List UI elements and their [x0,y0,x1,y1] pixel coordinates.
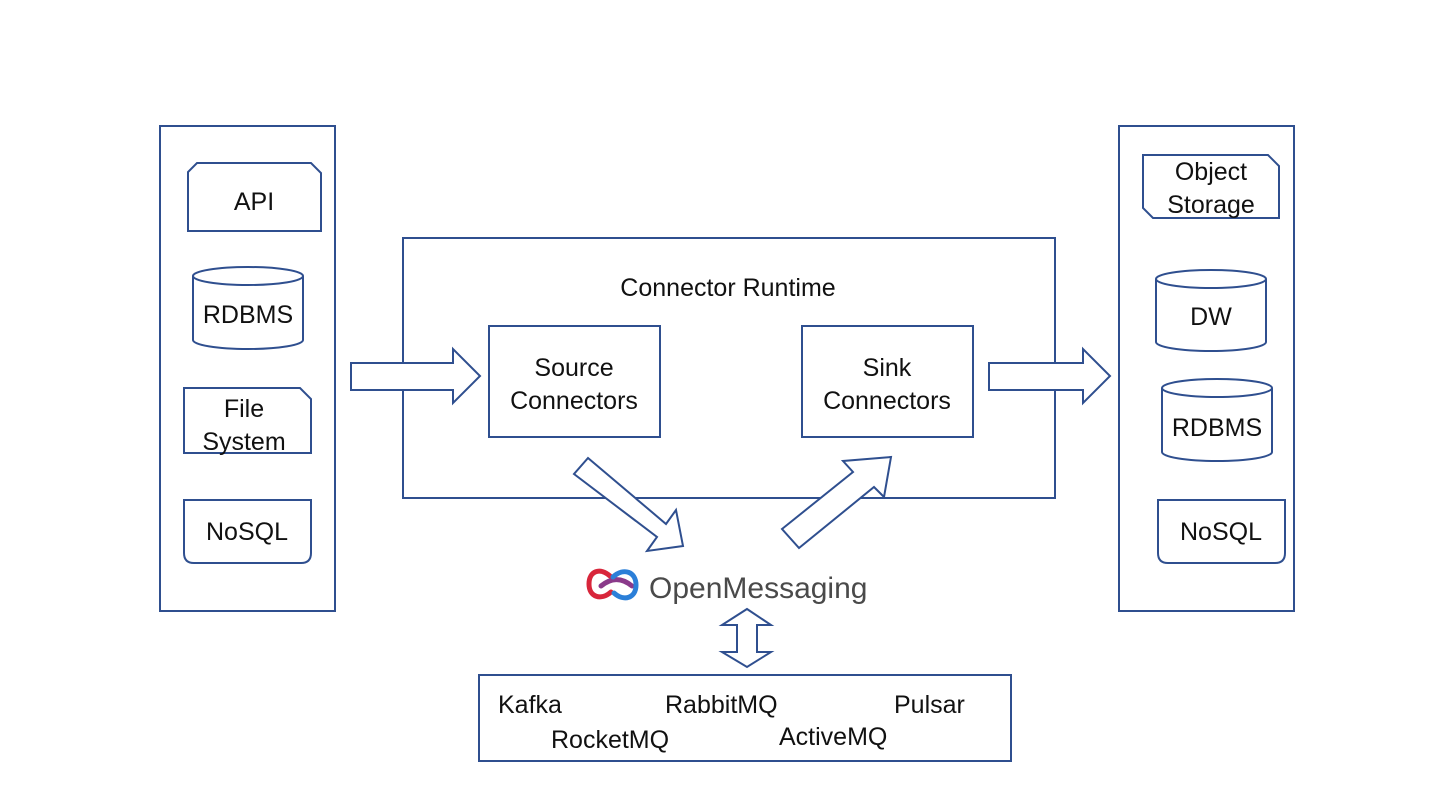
rdbms-source-cylinder-top [192,266,304,286]
api-label: API [234,188,274,216]
dw-cylinder-top [1155,269,1267,289]
nosql-source-node: NoSQL [183,499,312,564]
source-systems-panel: API RDBMS File System NoSQL [159,125,336,612]
file-system-node: File System [183,387,312,456]
dw-label: DW [1190,303,1232,331]
source-connectors-label-line1: Source [534,354,613,382]
rdbms-source-cylinder-body [192,276,304,350]
connector-runtime-title: Connector Runtime [620,274,835,302]
rdbms-sink-label: RDBMS [1172,414,1262,442]
openmessaging-mq-double-arrow [718,607,775,669]
file-system-shape [183,387,312,454]
mq-kafka-label: Kafka [498,691,562,719]
object-storage-shape [1142,154,1280,219]
mq-rocketmq-label: RocketMQ [551,726,669,754]
file-system-label-line2: System [202,428,285,456]
sink-connectors-frame [801,325,974,438]
object-storage-node: Object Storage [1142,154,1280,219]
source-connectors-box: Source Connectors [488,325,661,438]
dw-cylinder-body [1155,279,1267,352]
api-node: API [187,162,322,232]
rdbms-sink-node: RDBMS [1161,378,1273,462]
sink-connectors-label-line2: Connectors [823,387,951,415]
mq-rabbitmq-label: RabbitMQ [665,691,778,719]
source-connectors-frame [488,325,661,438]
connector-runtime-panel: Connector Runtime Source Connectors Sink… [402,237,1056,499]
rdbms-sink-cylinder-body [1161,388,1273,462]
rdbms-source-node: RDBMS [192,266,304,350]
rdbms-sink-cylinder-top [1161,378,1273,398]
rdbms-source-label: RDBMS [203,301,293,329]
openmessaging-logo-text: OpenMessaging [649,572,867,605]
object-storage-label-line2: Storage [1167,191,1255,219]
message-queue-panel: Kafka RabbitMQ Pulsar RocketMQ ActiveMQ [478,674,1012,762]
sink-connectors-label-line1: Sink [863,354,912,382]
nosql-source-shape [183,499,312,564]
openmessaging-to-sink-arrow [780,455,893,550]
dw-node: DW [1155,269,1267,352]
openmessaging-logo-icon [586,568,639,601]
message-queue-frame [478,674,1012,762]
source-connectors-label-line2: Connectors [510,387,638,415]
nosql-sink-node: NoSQL [1157,499,1286,564]
api-shape [187,162,322,232]
source-to-openmessaging-arrow [572,456,685,553]
nosql-sink-label: NoSQL [1180,518,1262,546]
mq-pulsar-label: Pulsar [894,691,965,719]
mq-activemq-label: ActiveMQ [779,723,887,751]
nosql-sink-shape [1157,499,1286,564]
sink-connectors-box: Sink Connectors [801,325,974,438]
runtime-to-sinks-arrow [988,346,1112,406]
object-storage-label-line1: Object [1175,158,1247,186]
openmessaging-logo: OpenMessaging [586,568,867,605]
nosql-source-label: NoSQL [206,518,288,546]
file-system-label-line1: File [224,395,264,423]
sink-systems-panel: Object Storage DW RDBMS NoSQL [1118,125,1295,612]
sources-to-runtime-arrow [350,346,482,406]
